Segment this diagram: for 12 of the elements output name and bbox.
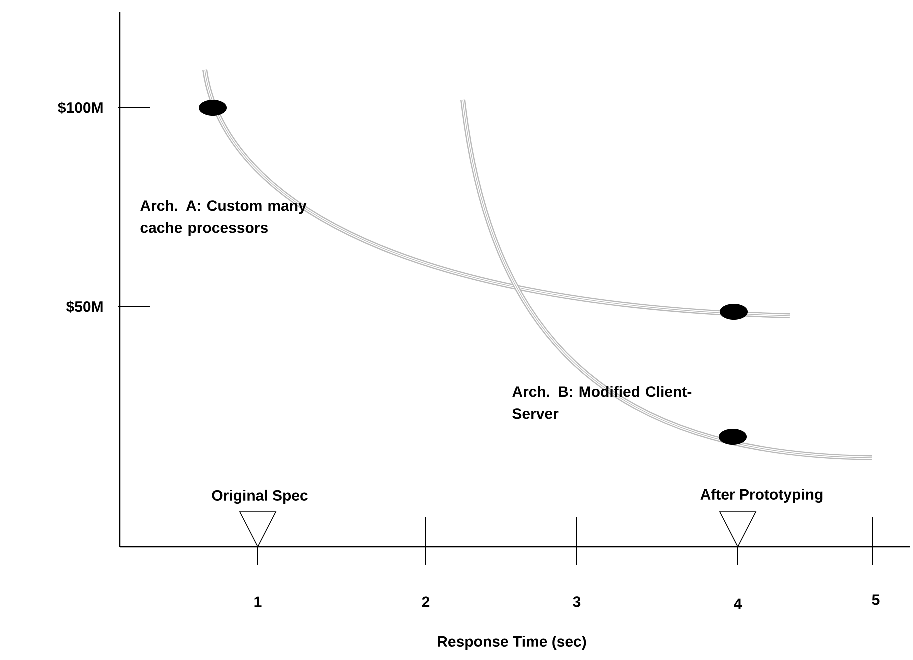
axis-label: 1 [254,596,262,608]
axis-label: Original Spec [212,490,308,504]
curve-label: Arch. A: Custom many cache processors [140,200,307,236]
axis-label: $100M [58,102,103,114]
axis-label: 4 [734,598,742,610]
axis-label: 3 [573,596,581,608]
axis-label: 5 [872,594,880,606]
curve-label: Arch. B: Modified Client-Server [512,386,692,420]
axis-label: 2 [422,596,430,608]
axis-label: Response Time (sec) [438,636,586,650]
axis-label: $50M [66,300,103,314]
axis-label: After Prototyping [700,488,823,504]
